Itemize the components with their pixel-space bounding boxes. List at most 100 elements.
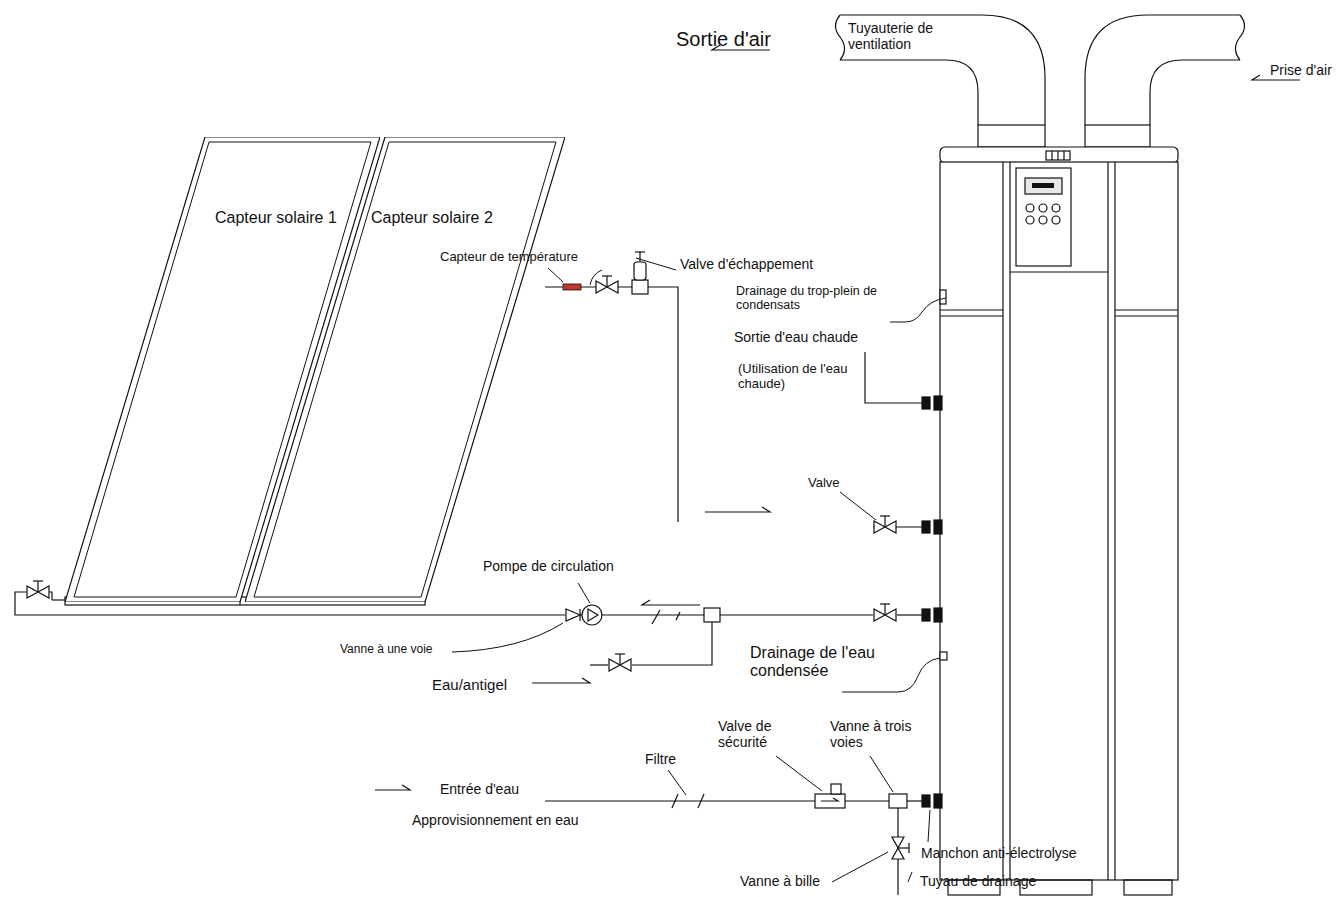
airflow-label: Sortie d'air [676, 28, 771, 51]
heat-pump-tank [1051, 151, 1052, 160]
solar-return-pipe [609, 654, 631, 671]
solar-return-pipe [582, 605, 602, 625]
leader-line [636, 258, 676, 270]
control-panel [1039, 216, 1047, 224]
outlet-note: (Utilisation de l'eau chaude) [738, 362, 850, 392]
drain-pipe-label: Tuyau de drainage [920, 873, 1036, 889]
leader-line [870, 756, 893, 792]
pipe-connector [922, 795, 930, 807]
solar-flow-pipe [635, 251, 645, 252]
ventilation-duct [836, 15, 1245, 147]
valve-pipe [874, 516, 896, 533]
leader-line [452, 258, 946, 882]
water-inlet-pipe [892, 837, 909, 859]
solar-return-pipe [704, 608, 720, 622]
airflow-arrow [712, 45, 1300, 80]
pipe-connector [934, 608, 942, 622]
control-panel [1039, 204, 1047, 212]
three-way-valve-label: Vanne à trois voies [830, 718, 912, 750]
solar-flow-pipe [634, 262, 646, 280]
solar-flow-pipe [639, 252, 640, 262]
water-inlet-pipe [375, 784, 922, 895]
ventilation-duct [1236, 15, 1245, 60]
control-panel [1032, 183, 1054, 188]
leader-line [548, 268, 563, 282]
leader-line [578, 583, 590, 603]
drain-port [940, 652, 947, 660]
solar-return-pipe [897, 614, 922, 615]
leader-line [776, 756, 822, 791]
ventilation-duct [840, 15, 1045, 125]
heat-pump-tank [940, 162, 1178, 880]
heat-pump-tank [1107, 162, 1108, 880]
pump-label: Pompe de circulation [483, 558, 614, 574]
solar-flow-pipe [632, 280, 648, 294]
control-panel [1026, 216, 1034, 224]
water-inlet-pipe [698, 794, 704, 808]
safety-valve-label: Valve de sécurité [718, 718, 800, 750]
heat-pump-tank [1114, 162, 1115, 880]
solar-flow-pipe [648, 287, 678, 522]
airflow-label: Prise d'air [1270, 62, 1332, 78]
collector-label: Capteur solaire 2 [371, 209, 493, 227]
ventilation-duct [1085, 125, 1150, 147]
leader-line [890, 298, 946, 322]
control-panel [1052, 204, 1060, 212]
sleeve-label: Manchon anti-électrolyse [921, 845, 1077, 861]
check-valve-label: Vanne à une voie [340, 643, 433, 657]
heat-pump-tank [940, 309, 1003, 310]
water-inlet-pipe [892, 837, 909, 859]
collector-frame [254, 142, 556, 597]
leader-line [928, 810, 930, 842]
pipe-connector [922, 521, 930, 533]
water-inlet-pipe [821, 798, 838, 801]
control-panel [1052, 216, 1060, 224]
solar-return-pipe [566, 609, 580, 621]
vent-label: Valve d'échappement [680, 256, 813, 272]
ventilation-duct [978, 125, 1045, 147]
heat-pump-tank [940, 315, 1003, 316]
water-inlet-pipe [545, 800, 815, 801]
heat-pump-tank [1124, 880, 1172, 895]
solar-return-pipe [52, 599, 65, 600]
supply-label: Approvisionnement en eau [412, 812, 579, 828]
water-inlet-pipe [831, 784, 841, 794]
heat-pump-tank [1046, 151, 1070, 160]
water-inlet-pipe [672, 794, 678, 808]
water-inlet-pipe [889, 794, 907, 808]
ventilation-duct [1085, 15, 1240, 125]
drain-label: Drainage du trop-plein de condensats [736, 284, 886, 313]
pipe-connector [934, 396, 942, 410]
water-inlet-pipe [375, 785, 410, 790]
ventilation-duct [836, 15, 845, 60]
ball-valve-label: Vanne à bille [740, 873, 820, 889]
pipe-connector [922, 396, 942, 808]
solar-return-pipe [652, 610, 660, 624]
drain-port [940, 290, 947, 660]
heat-pump-tank [1009, 162, 1010, 880]
filter-label: Filtre [645, 751, 676, 767]
heat-pump-tank [940, 147, 1178, 163]
collector-label: Capteur solaire 1 [215, 209, 337, 227]
fluid-label: Eau/antigel [432, 676, 507, 693]
solar-return-pipe [874, 604, 896, 621]
collector-frame [245, 137, 565, 602]
control-panel [1016, 168, 1071, 266]
solar-return-pipe [720, 614, 873, 615]
pipe-connector [922, 609, 930, 621]
pipe-connector [922, 397, 930, 409]
leader-line [842, 658, 940, 692]
solar-return-pipe [676, 612, 680, 620]
solar-flow-pipe [596, 276, 618, 293]
pipe-connector [934, 794, 942, 808]
leader-line [832, 852, 888, 882]
sensor-label: Capteur de température [440, 250, 578, 265]
solar-return-pipe [27, 581, 49, 598]
leader-line [452, 623, 563, 652]
hot-water-pipe [865, 352, 922, 403]
solar-flow-pipe [563, 284, 581, 290]
solar-return-pipe [602, 614, 704, 615]
control-panel [1025, 178, 1062, 194]
water-inlet-pipe [815, 794, 845, 808]
